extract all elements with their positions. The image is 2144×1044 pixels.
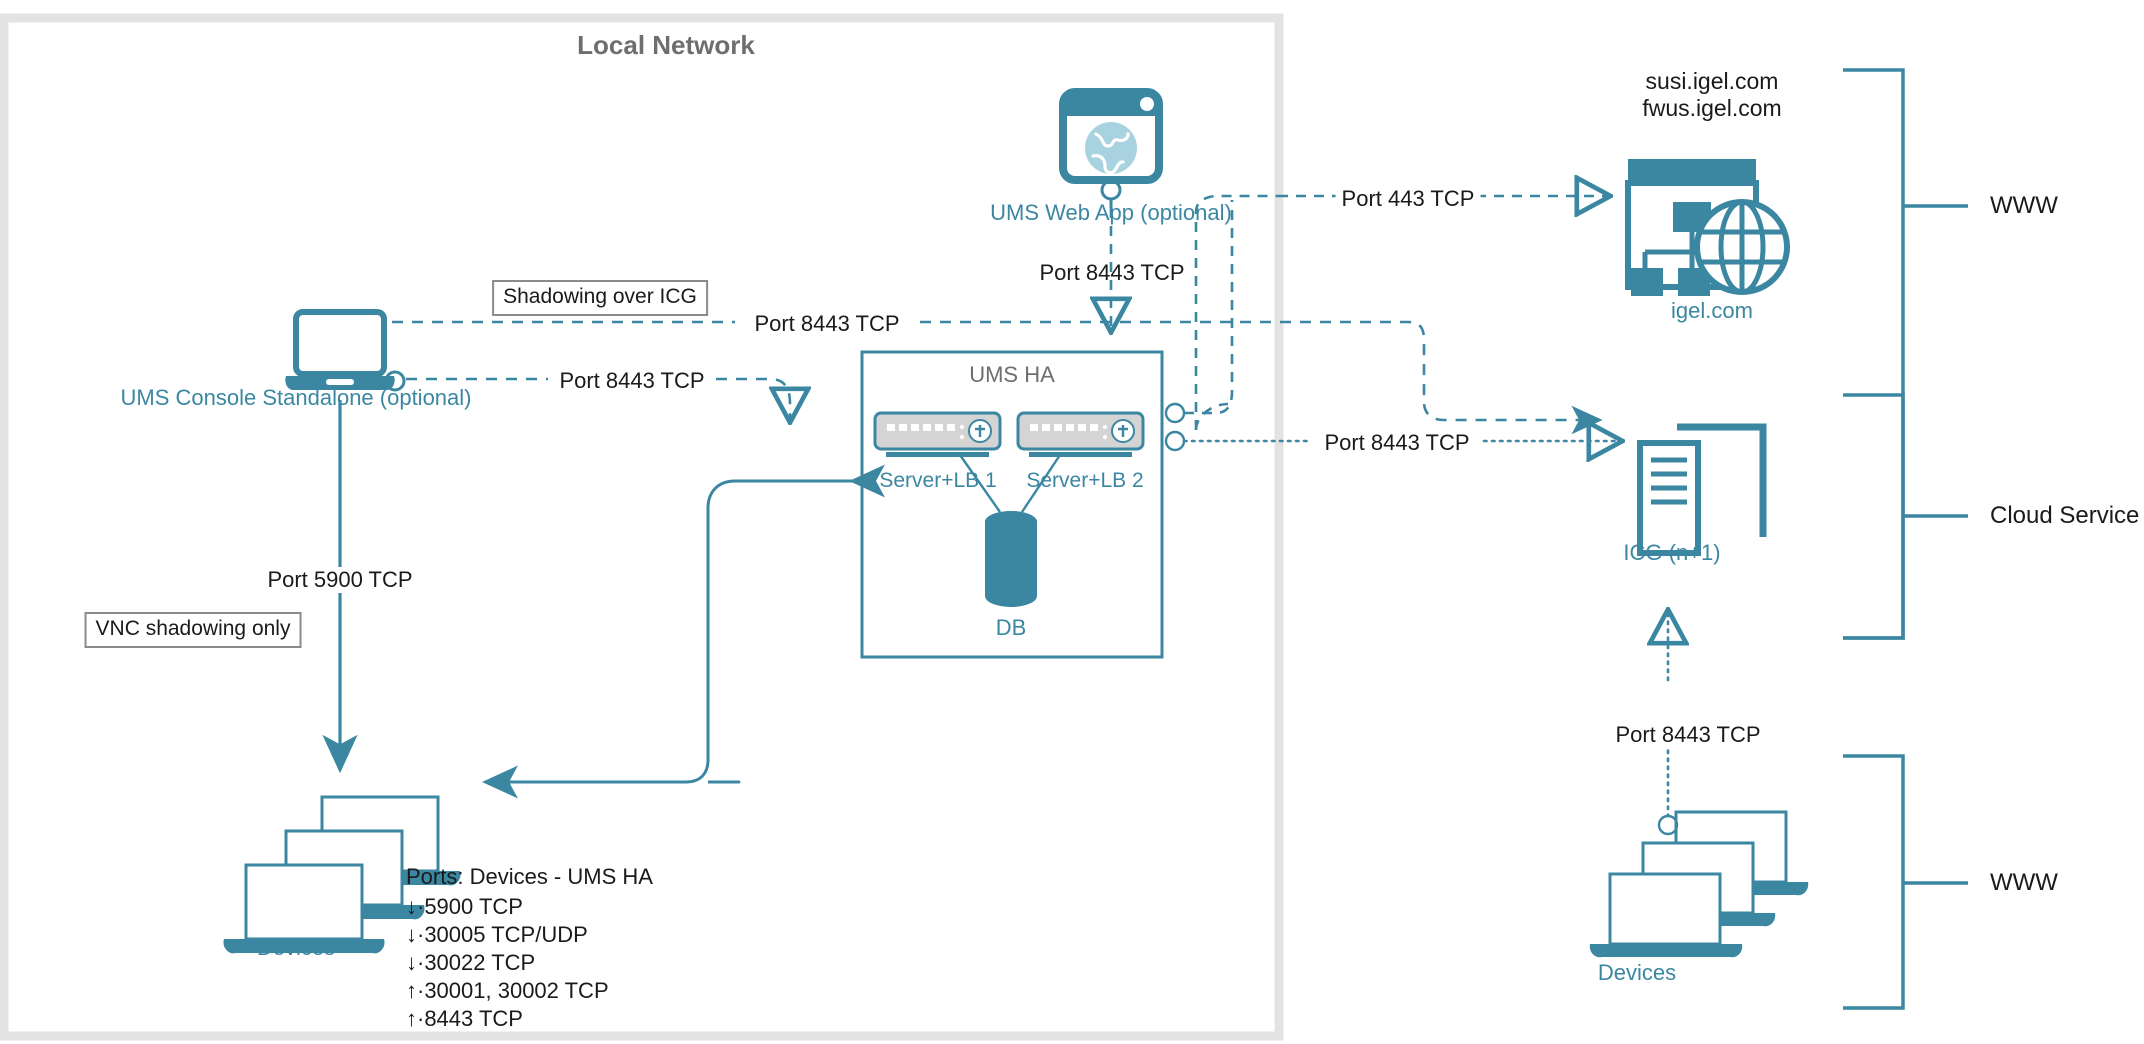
edge-console-to-ums-ha (406, 377, 790, 420)
database-label: DB (995, 615, 1027, 640)
page-title: Local Network (577, 30, 755, 60)
igel-com-label: igel.com (1671, 298, 1753, 323)
ports-note-heading: Ports: Devices - UMS HA (406, 864, 653, 889)
ums-ha-label: UMS HA (969, 362, 1055, 387)
zone-bracket-www-bottom (1843, 754, 1968, 1010)
ports-note-line-2: ↓·30005 TCP/UDP (406, 922, 588, 947)
server-lb-1-label: Server+LB 1 (879, 469, 997, 492)
zone-label-www-top: WWW (1990, 192, 2058, 219)
ports-note-line-3: ↓·30022 TCP (406, 950, 536, 975)
laptops-stack-icon-right (1589, 810, 1809, 958)
edge-label-console-shadowing: Port 8443 TCP (749, 311, 905, 337)
server-lb-1-icon (873, 411, 1002, 457)
browser-globe-icon (1059, 88, 1163, 208)
devices-right-label: Devices (1597, 960, 1677, 985)
edge-webapp-to-www (1194, 196, 1608, 431)
edge-label-console-to-ha: Port 8443 TCP (554, 368, 710, 394)
server-lb-2-label: Server+LB 2 (1026, 469, 1144, 492)
ums-ha-internal-links (959, 454, 1061, 513)
edge-console-shadowing-over-icg (392, 320, 1603, 435)
server-rack-icon (1637, 423, 1767, 556)
laptop-icon-console (285, 309, 406, 392)
note-shadowing-over-icg: Shadowing over ICG (492, 280, 708, 316)
igel-hosts-label: susi.igel.com fwus.igel.com (1642, 68, 1782, 122)
edge-label-webapp-to-www: Port 443 TCP (1335, 186, 1481, 212)
ums-web-app-label: UMS Web App (optional) (990, 200, 1232, 225)
server-lb-2-icon (1016, 411, 1145, 457)
ports-note-line-4: ↑·30001, 30002 TCP (406, 978, 609, 1003)
ums-ha-box (860, 350, 1164, 659)
edge-devices-right-to-icg (1659, 612, 1677, 836)
ums-ha-right-ports (1164, 402, 1186, 452)
ums-console-label: UMS Console Standalone (optional) (120, 385, 472, 410)
zone-label-www-bottom: WWW (1990, 869, 2058, 896)
edge-ums-ha-port-upper (1184, 200, 1234, 415)
zone-bracket-cloud-service (1843, 393, 1968, 640)
note-vnc-shadowing-only: VNC shadowing only (84, 612, 302, 648)
sitemap-globe-icon (1625, 159, 1790, 296)
icg-label: ICG (n+1) (1623, 540, 1721, 565)
ports-note-line-1: ↓·5900 TCP (406, 894, 523, 919)
edge-label-ha-to-icg: Port 8443 TCP (1316, 430, 1478, 456)
local-network-boundary (0, 13, 1284, 1041)
edge-label-devices-to-icg: Port 8443 TCP (1608, 722, 1768, 748)
laptops-stack-icon-left (223, 795, 461, 954)
edge-label-webapp-to-ha: Port 8443 TCP (1039, 260, 1185, 285)
edge-ums-ha-to-devices (482, 464, 885, 799)
zone-label-cloud-service: Cloud Service (1990, 502, 2140, 529)
devices-left-label: Devices (256, 935, 336, 960)
zone-bracket-www-top (1843, 68, 1968, 640)
edge-label-console-to-devices: Port 5900 TCP (261, 567, 419, 593)
ports-note-line-5: ↑·8443 TCP (406, 1006, 523, 1031)
database-icon (985, 511, 1037, 607)
